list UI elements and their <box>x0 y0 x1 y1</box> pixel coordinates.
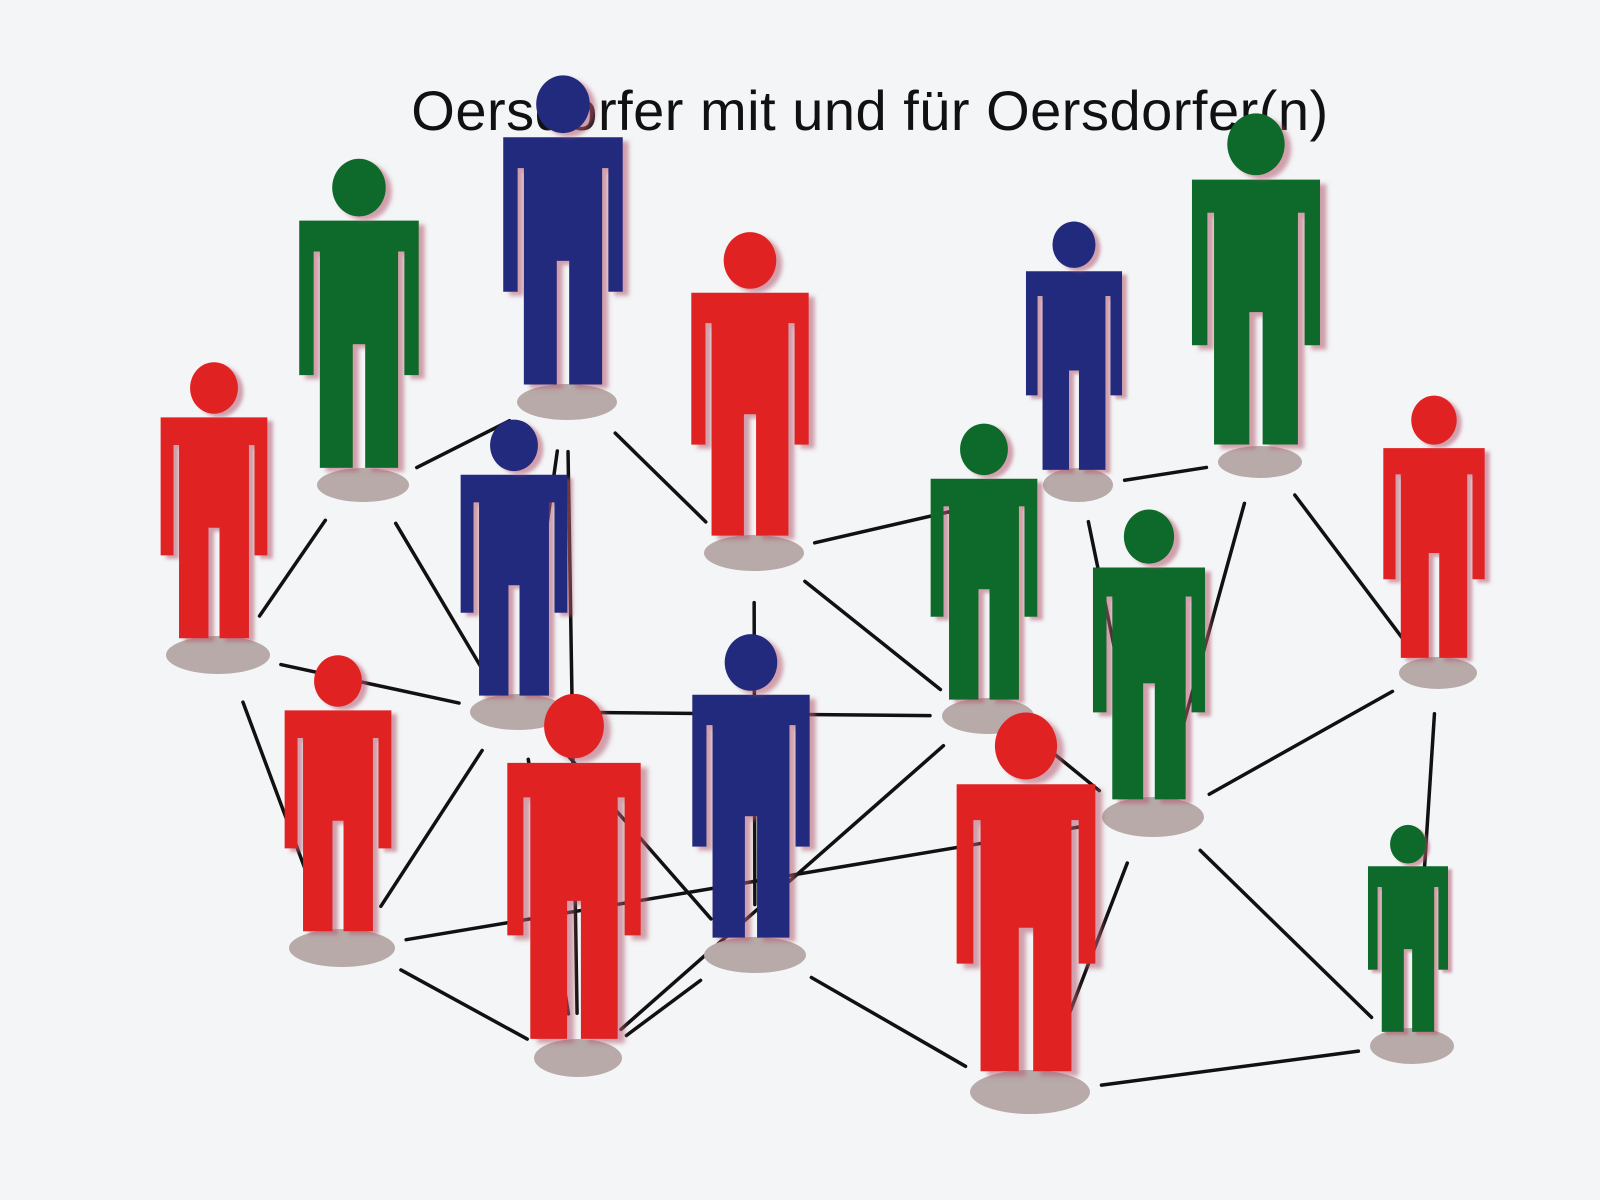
person-figure-blue <box>1025 221 1123 502</box>
person-base-shadow <box>289 929 395 967</box>
person-base-shadow <box>1218 446 1302 478</box>
person-base-shadow <box>517 384 617 420</box>
person-figure-green <box>1191 113 1321 478</box>
connection-line <box>1099 1049 1361 1087</box>
connection-line <box>393 521 486 675</box>
connection-line <box>399 968 529 1041</box>
connection-line <box>1198 848 1374 1020</box>
person-figure-red <box>284 655 395 967</box>
person-figure-red <box>956 712 1096 1114</box>
person-base-shadow <box>470 694 566 730</box>
person-icon <box>692 634 810 938</box>
connection-line <box>803 579 943 692</box>
person-icon <box>284 655 392 932</box>
person-icon <box>930 423 1038 700</box>
person-icon <box>460 419 568 696</box>
person-figure-red <box>160 362 270 674</box>
person-figure-blue <box>503 75 623 420</box>
connection-line <box>1122 465 1209 483</box>
connection-line <box>613 431 708 524</box>
person-icon <box>1383 395 1485 658</box>
connection-line <box>279 662 461 705</box>
person-figure-red <box>1383 395 1485 689</box>
person-figure-green <box>1367 824 1454 1064</box>
person-icon <box>691 232 809 536</box>
person-figure-red <box>691 232 809 571</box>
connection-line <box>1207 689 1395 797</box>
person-icon <box>160 362 268 639</box>
people-figures <box>160 75 1485 1114</box>
person-figure-blue <box>460 419 568 730</box>
person-base-shadow <box>1102 797 1204 837</box>
connection-line <box>624 978 703 1038</box>
connection-line <box>414 418 512 470</box>
person-base-shadow <box>166 636 270 674</box>
person-figure-green <box>930 423 1038 734</box>
person-base-shadow <box>704 535 804 571</box>
person-base-shadow <box>704 937 806 973</box>
connection-line <box>379 748 484 909</box>
person-figure-green <box>299 158 419 502</box>
connection-line <box>809 975 968 1069</box>
person-figure-green <box>1092 509 1206 837</box>
connection-lines <box>241 418 1437 1087</box>
person-icon <box>1092 509 1206 800</box>
person-base-shadow <box>317 468 409 502</box>
person-icon <box>299 158 419 468</box>
person-base-shadow <box>534 1039 622 1077</box>
person-figure-blue <box>692 634 810 973</box>
person-base-shadow <box>970 1070 1090 1114</box>
connection-line <box>257 518 328 618</box>
connection-line <box>1293 493 1407 644</box>
person-figure-red <box>507 693 641 1077</box>
person-icon <box>956 712 1096 1072</box>
person-icon <box>1191 113 1321 445</box>
person-icon <box>503 75 623 385</box>
person-icon <box>1025 221 1123 470</box>
person-base-shadow <box>1399 657 1477 689</box>
person-icon <box>507 693 641 1039</box>
person-icon <box>1367 824 1449 1032</box>
person-base-shadow <box>1370 1028 1454 1064</box>
person-base-shadow <box>1043 468 1113 502</box>
